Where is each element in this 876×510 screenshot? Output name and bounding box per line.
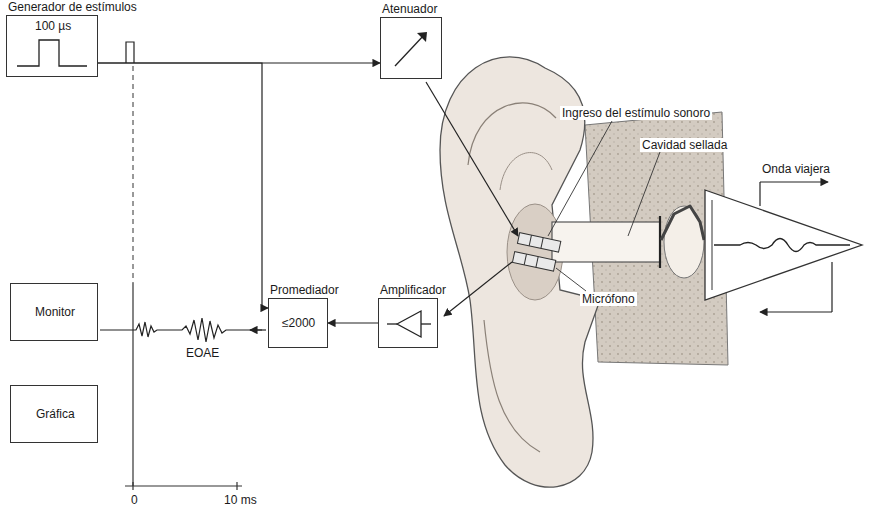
box-outline: [378, 298, 438, 348]
block-heading: Promediador: [268, 283, 339, 298]
block-heading: Amplificador: [378, 283, 446, 298]
leader-line: [548, 121, 612, 236]
eoae-trace: [100, 318, 262, 342]
signal-connector: [98, 63, 268, 308]
block-symbol: [381, 18, 443, 80]
leader-line: [556, 268, 586, 291]
stimulus-pulse: [126, 42, 134, 63]
block-box: Generador de estímulos 100 µs: [6, 0, 137, 77]
attenuator-arrow: [395, 34, 425, 66]
box-outline: Gráfica: [10, 385, 98, 443]
probe-speaker: [517, 233, 560, 252]
part-label: Cavidad sellada: [640, 138, 729, 152]
traveling-wave: [714, 239, 850, 252]
signal-connector: [328, 322, 378, 323]
leader-line: [628, 152, 660, 236]
amplifier-symbol: [397, 311, 421, 337]
block-box: Promediador ≤2000: [268, 283, 339, 348]
block-box: Gráfica: [10, 385, 98, 443]
attenuator-arrowhead: [417, 32, 427, 42]
block-symbol: [379, 299, 439, 349]
ossicles: [661, 206, 704, 240]
axis-tick-label: 0: [129, 493, 140, 507]
axis-tick-label: 10 ms: [222, 493, 259, 507]
block-heading: Atenuador: [380, 2, 442, 17]
microphone-wire: [444, 262, 512, 316]
time-marker: [133, 66, 134, 283]
box-outline: 100 µs: [6, 15, 98, 77]
block-label: Monitor: [35, 305, 75, 319]
box-outline: Monitor: [10, 283, 98, 341]
block-label: Gráfica: [36, 407, 75, 421]
block-box: Atenuador: [380, 2, 442, 79]
cochlea: [705, 190, 862, 300]
block-box: Amplificador: [378, 283, 446, 348]
signal-label: EOAE: [184, 346, 221, 360]
time-axis: [125, 485, 242, 486]
probe-microphone: [512, 252, 555, 271]
box-outline: [380, 17, 442, 79]
part-label: Onda viajera: [760, 162, 832, 176]
block-value: ≤2000: [282, 316, 315, 330]
block-heading: Generador de estímulos: [6, 0, 137, 15]
eardrum: [659, 216, 661, 268]
ear-canal: [552, 222, 660, 262]
pulse-symbol: [17, 40, 87, 66]
part-label: Micrófono: [580, 292, 637, 306]
block-value: 100 µs: [35, 19, 71, 33]
pinna: [440, 57, 600, 487]
block-box: Monitor: [10, 283, 98, 341]
part-label: Ingreso del estímulo sonoro: [560, 106, 712, 120]
stimulus-wire: [426, 82, 518, 236]
box-outline: ≤2000: [268, 298, 328, 348]
